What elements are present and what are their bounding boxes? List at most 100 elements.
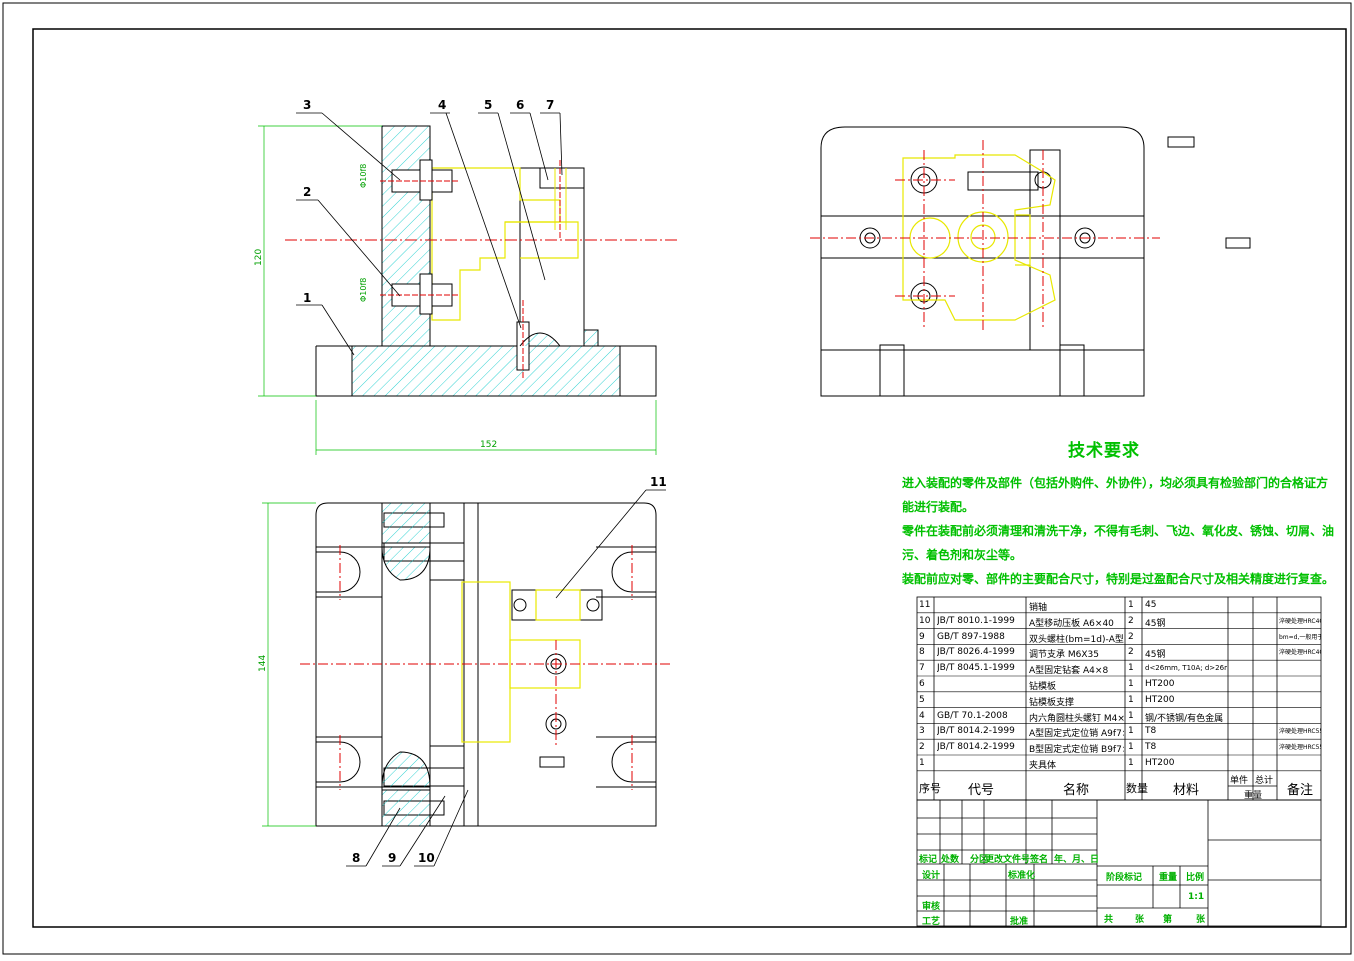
dim-dia-upper: Φ10f8 [359, 164, 368, 188]
bom-cell-qty: 2 [1128, 647, 1134, 658]
bom-cell-code: JB/T 8014.2-1999 [937, 742, 1015, 753]
balloon-7: 7 [546, 98, 554, 112]
bom-cell-code: GB/T 70.1-2008 [937, 710, 1008, 721]
dim-height-top: 144 [258, 655, 268, 672]
tech-req-line-1: 进入装配的零件及部件（包括外购件、外协件），均必须具有检验部门的合格证方 [902, 476, 1329, 490]
dim-height-front: 120 [254, 249, 264, 266]
tb-stage: 阶段标记 [1106, 873, 1143, 883]
bom-cell-name: B型固定式定位销 B9f7×12 [1029, 745, 1124, 756]
bom-cell-name: 夹具体 [1029, 761, 1057, 771]
inner-frame [32, 28, 1347, 928]
bom-cell-no: 4 [919, 710, 925, 721]
balloon-9: 9 [388, 851, 396, 865]
tb-std: 标准化 [1008, 871, 1036, 881]
tb-design: 设计 [922, 871, 941, 881]
bom-cell-qty: 1 [1128, 758, 1134, 768]
tb-doc: 更改文件号 [985, 855, 1031, 865]
bom-header-total: 总计 [1255, 776, 1274, 786]
bom-header-mat: 材料 [1173, 783, 1200, 798]
bom-cell-code: GB/T 897-1988 [937, 631, 1005, 642]
tech-req-line-5: 装配前应对零、部件的主要配合尺寸，特别是过盈配合尺寸及相关精度进行复查。 [902, 572, 1335, 586]
bom-cell-no: 5 [919, 694, 925, 705]
tb-sheets: 张 [1135, 915, 1145, 925]
bom-cell-no: 1 [919, 758, 925, 768]
bom-cell-name: 调节支承 M6X35 [1029, 650, 1099, 661]
tb-total: 共 [1104, 915, 1114, 925]
tb-check: 审核 [922, 902, 941, 912]
balloon-3: 3 [303, 98, 311, 112]
bom-cell-qty: 1 [1128, 663, 1134, 674]
leaders-front [296, 112, 563, 356]
bom-cell-qty: 1 [1128, 600, 1134, 610]
bom-cell-mat: HT200 [1145, 758, 1175, 768]
bom-cell-name: 钻模板支撑 [1029, 697, 1075, 708]
bom-header-no: 序号 [919, 782, 941, 795]
balloon-2: 2 [303, 185, 311, 199]
bom-cell-note: 淬硬处理HRC40~45 [1279, 617, 1321, 625]
tb-zone: 分区 [970, 855, 989, 865]
bom-cell-no: 3 [919, 726, 925, 737]
tb-pages: 张 [1196, 915, 1206, 925]
bom-cell-name: A型固定钻套 A4×8 [1029, 666, 1109, 677]
tb-process: 工艺 [922, 917, 941, 927]
bom-cell-qty: 1 [1128, 742, 1134, 753]
top-view-workpiece [461, 581, 581, 743]
bom-cell-note: 淬硬处理HRC55~60 [1279, 744, 1321, 752]
tech-req-line-4: 污、着色剂和灰尘等。 [902, 548, 1023, 562]
tb-scale-value: 1:1 [1188, 892, 1205, 902]
tb-approve: 批准 [1010, 917, 1029, 927]
top-hatch-b [381, 789, 431, 827]
balloon-1: 1 [303, 291, 311, 305]
bom-cell-name: A型移动压板 A6×40 [1029, 618, 1114, 629]
balloon-8: 8 [352, 851, 360, 865]
bom-header-note: 备注 [1287, 783, 1314, 798]
top-dims [262, 502, 316, 827]
bom-header-single: 单件 [1230, 776, 1249, 786]
leaders-top [346, 489, 666, 867]
bom-cell-no: 7 [919, 663, 925, 674]
tb-sign: 签名 [1030, 855, 1049, 865]
bom-cell-mat: HT200 [1145, 694, 1175, 705]
bom-cell-code: JB/T 8014.2-1999 [937, 726, 1015, 737]
side-view-centerlines [810, 140, 1160, 330]
bom-cell-no: 9 [919, 631, 925, 642]
balloon-5: 5 [484, 98, 492, 112]
top-hatch-lower [381, 751, 431, 788]
bom-cell-note: 淬硬处理HRC40~45 [1279, 649, 1321, 657]
balloon-6: 6 [516, 98, 524, 112]
bom-cell-mat: HT200 [1145, 679, 1175, 689]
dim-width-front: 152 [480, 440, 497, 450]
bom-cell-name: 钻模板 [1029, 682, 1057, 692]
bom-cell-mat: d<26mm, T10A; d>26mm, 20钢 [1145, 664, 1227, 673]
bom-cell-code: JB/T 8026.4-1999 [937, 647, 1015, 658]
balloon-4: 4 [438, 98, 446, 112]
bom-cell-qty: 1 [1128, 694, 1134, 705]
balloon-11: 11 [650, 475, 667, 489]
bom-cell-name: 内六角圆柱头螺钉 M4×16 [1029, 713, 1124, 724]
bom-cell-mat: T8 [1145, 742, 1157, 753]
tb-page: 第 [1163, 915, 1173, 925]
tech-req-line-2: 能进行装配。 [902, 500, 975, 514]
bom-cell-no: 2 [919, 742, 925, 753]
bom-cell-mat: 钢/不锈钢/有色金属 [1145, 713, 1224, 724]
bom-cell-note: bm=d,一般用于钢对钢 [1279, 633, 1321, 641]
tb-mark: 标记 [919, 855, 938, 865]
bom-cell-no: 10 [919, 615, 931, 626]
top-view-centerlines [300, 545, 672, 790]
bom-cell-qty: 2 [1128, 615, 1134, 626]
balloon-10: 10 [418, 851, 435, 865]
bom-cell-no: 11 [919, 600, 931, 610]
tb-count: 处数 [941, 855, 960, 865]
bom-cell-mat: T8 [1145, 726, 1157, 737]
top-hatch-upper [381, 546, 431, 581]
title-block-grid [916, 799, 1322, 927]
tech-req-title: 技术要求 [1068, 441, 1140, 461]
tech-req-line-3: 零件在装配前必须清理和清洗干净，不得有毛刺、飞边、氧化皮、锈蚀、切屑、油 [902, 524, 1335, 538]
bom-header-name: 名称 [1063, 783, 1090, 798]
top-hatch-a [381, 502, 431, 544]
bom-cell-name: A型固定式定位销 A9f7×12 [1029, 729, 1124, 740]
tb-weight: 重量 [1159, 873, 1178, 883]
bom-cell-note: 淬硬处理HRC55~60 [1279, 728, 1321, 736]
bom-cell-mat: 45 [1145, 600, 1157, 610]
